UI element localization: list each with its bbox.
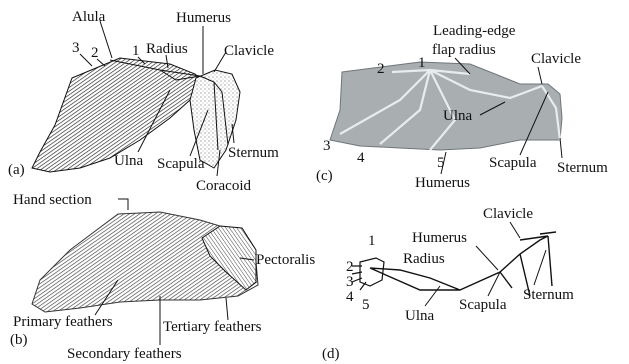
panel-d-tag: (d) — [322, 346, 340, 362]
label-c-scapula: Scapula — [489, 155, 537, 171]
label-a-ulna: Ulna — [114, 153, 144, 169]
panel-a-tag: (a) — [8, 162, 25, 178]
label-d-radius: Radius — [403, 251, 445, 267]
label-d-digit-3: 3 — [346, 274, 354, 290]
b-bracket — [118, 199, 128, 210]
label-d-ulna: Ulna — [405, 308, 435, 324]
label-a-radius: Radius — [146, 41, 188, 57]
label-c-flap-radius: flap radius — [432, 42, 496, 58]
label-c-humerus: Humerus — [415, 175, 470, 191]
panel-b-tag: (b) — [10, 332, 28, 348]
label-a-digit-2: 2 — [91, 45, 99, 61]
label-d-digit-1: 1 — [368, 233, 376, 249]
label-b-pectoralis: Pectoralis — [256, 252, 315, 268]
label-b-secondary: Secondary feathers — [67, 346, 182, 362]
label-c-digit-2: 2 — [377, 61, 385, 77]
label-a-sternum: Sternum — [228, 145, 279, 161]
label-a-digit-3: 3 — [72, 40, 80, 56]
bat-membrane — [330, 62, 562, 150]
label-b-tertiary: Tertiary feathers — [163, 319, 262, 335]
label-a-digit-1: 1 — [132, 43, 140, 59]
label-c-clavicle: Clavicle — [531, 51, 581, 67]
label-a-humerus: Humerus — [176, 10, 231, 26]
label-c-sternum: Sternum — [557, 160, 608, 176]
label-d-humerus: Humerus — [412, 230, 467, 246]
label-c-leading-edge: Leading-edge — [433, 23, 516, 39]
label-b-primary: Primary feathers — [13, 314, 113, 330]
panel-c-bat-wing: Leading-edge flap radius Clavicle Ulna S… — [316, 23, 608, 191]
label-c-digit-1: 1 — [418, 55, 426, 71]
label-d-clavicle: Clavicle — [483, 206, 533, 222]
label-d-digit-2: 2 — [346, 259, 354, 275]
label-d-scapula: Scapula — [459, 297, 507, 313]
label-a-clavicle: Clavicle — [224, 43, 274, 59]
panel-d-skeleton: Clavicle Humerus Radius Sternum Scapula … — [322, 206, 574, 362]
label-c-digit-3: 3 — [323, 138, 331, 154]
label-d-digit-4: 4 — [346, 289, 354, 305]
label-b-hand-section: Hand section — [13, 192, 92, 208]
panel-a-bird-skeleton-wing: Alula Humerus Radius Clavicle 3 2 1 Ulna… — [8, 9, 279, 194]
label-c-digit-4: 4 — [357, 150, 365, 166]
d-hand — [352, 258, 384, 290]
label-a-coracoid: Coracoid — [196, 178, 251, 194]
panel-c-tag: (c) — [316, 168, 333, 184]
label-d-sternum: Sternum — [523, 287, 574, 303]
panel-b-bird-feathers: Hand section Pectoralis Primary feathers… — [10, 192, 315, 362]
label-a-scapula: Scapula — [157, 156, 205, 172]
label-d-digit-5: 5 — [362, 297, 370, 313]
label-c-ulna: Ulna — [443, 108, 473, 124]
